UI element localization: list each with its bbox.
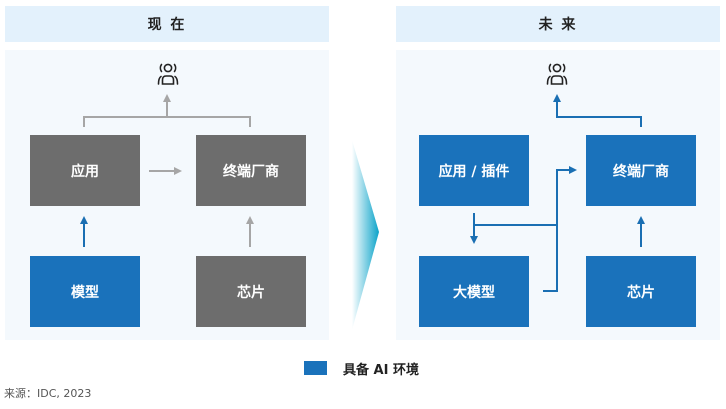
box-app-plugin-label: 应用 / 插件 xyxy=(438,163,510,180)
box-model: 模型 xyxy=(30,256,140,327)
chevron-right-icon xyxy=(352,140,379,330)
box-chip-label: 芯片 xyxy=(237,284,265,301)
box-vendor-label: 终端厂商 xyxy=(223,163,279,180)
box-model-label: 模型 xyxy=(71,284,99,301)
box-chip-future: 芯片 xyxy=(586,256,696,327)
source-note: 来源：IDC, 2023 xyxy=(4,387,92,400)
legend-swatch xyxy=(304,361,327,375)
header-now: 现 在 xyxy=(5,6,329,42)
header-future: 未 来 xyxy=(396,6,720,42)
right-connector-vendor-to-user xyxy=(553,94,642,127)
box-large-model: 大模型 xyxy=(419,256,529,327)
box-large-model-label: 大模型 xyxy=(453,284,495,301)
box-chip-future-label: 芯片 xyxy=(627,284,655,301)
box-vendor-future-label: 终端厂商 xyxy=(613,163,669,180)
legend-label: 具备 AI 环境 xyxy=(343,363,419,378)
user-icon xyxy=(157,63,179,85)
box-chip: 芯片 xyxy=(196,256,306,327)
user-icon xyxy=(546,63,568,85)
box-app: 应用 xyxy=(30,135,140,206)
box-app-label: 应用 xyxy=(71,163,99,180)
box-vendor-future: 终端厂商 xyxy=(586,135,696,206)
left-connector-to-user xyxy=(83,94,251,127)
box-app-plugin: 应用 / 插件 xyxy=(419,135,529,206)
right-connector-model-to-vendor xyxy=(543,166,577,292)
box-vendor: 终端厂商 xyxy=(196,135,306,206)
right-connector-app-to-model xyxy=(470,213,557,244)
